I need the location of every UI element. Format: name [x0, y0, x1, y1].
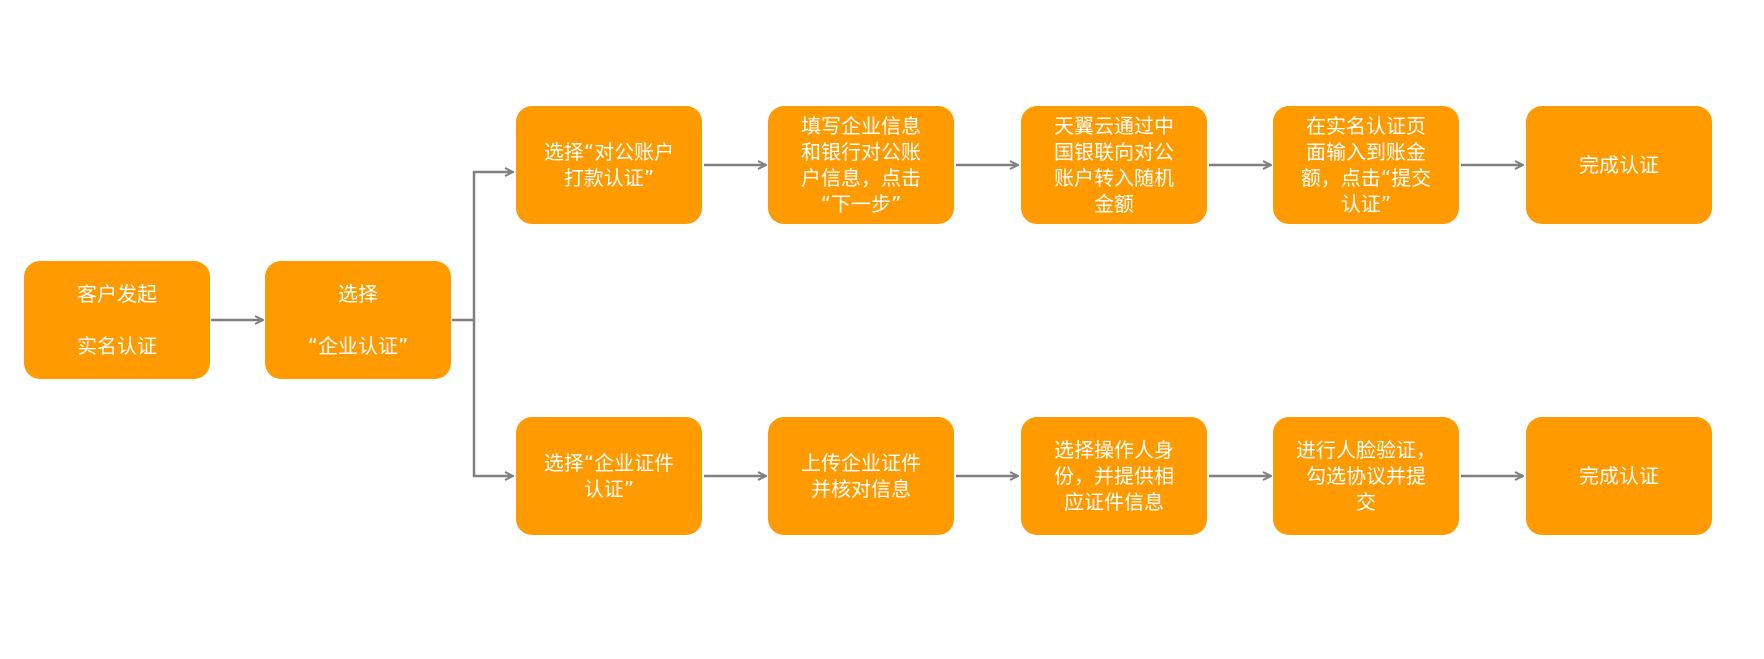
branch-connector-lower [472, 320, 513, 476]
node-bank-step2: 填写企业信息 和银行对公账 户信息，点击 “下一步” [768, 106, 954, 224]
branch-connector-upper [452, 172, 513, 322]
node-bank-step2-text: 填写企业信息 和银行对公账 户信息，点击 “下一步” [801, 114, 921, 216]
node-select-enterprise-line2: “企业认证” [307, 334, 409, 358]
node-start-line1: 客户发起 [77, 282, 157, 306]
node-bank-step4-text: 在实名认证页 面输入到账金 额，点击“提交 认证” [1300, 114, 1432, 216]
node-cert-step1-text: 选择“企业证件 认证” [543, 451, 675, 501]
node-start: 客户发起 实名认证 [24, 261, 210, 379]
node-cert-step3-text: 选择操作人身 份，并提供相 应证件信息 [1054, 438, 1174, 514]
node-start-line2: 实名认证 [77, 334, 157, 358]
node-cert-step4-text: 进行人脸验证， 勾选协议并提 交 [1296, 438, 1436, 514]
node-bank-step4: 在实名认证页 面输入到账金 额，点击“提交 认证” [1273, 106, 1459, 224]
node-cert-step3: 选择操作人身 份，并提供相 应证件信息 [1021, 417, 1207, 535]
node-cert-step2-text: 上传企业证件 并核对信息 [801, 451, 921, 501]
node-cert-step1: 选择“企业证件 认证” [516, 417, 702, 535]
node-bank-step5: 完成认证 [1526, 106, 1712, 224]
node-bank-step3-text: 天翼云通过中 国银联向对公 账户转入随机 金额 [1054, 114, 1174, 216]
node-cert-step5: 完成认证 [1526, 417, 1712, 535]
node-bank-step1-text: 选择“对公账户 打款认证” [543, 140, 675, 190]
node-cert-step4: 进行人脸验证， 勾选协议并提 交 [1273, 417, 1459, 535]
node-select-enterprise: 选择 “企业认证” [265, 261, 451, 379]
node-cert-step5-text: 完成认证 [1579, 464, 1659, 488]
node-bank-step1: 选择“对公账户 打款认证” [516, 106, 702, 224]
node-bank-step5-text: 完成认证 [1579, 153, 1659, 177]
node-bank-step3: 天翼云通过中 国银联向对公 账户转入随机 金额 [1021, 106, 1207, 224]
node-cert-step2: 上传企业证件 并核对信息 [768, 417, 954, 535]
node-select-enterprise-line1: 选择 [337, 282, 378, 306]
